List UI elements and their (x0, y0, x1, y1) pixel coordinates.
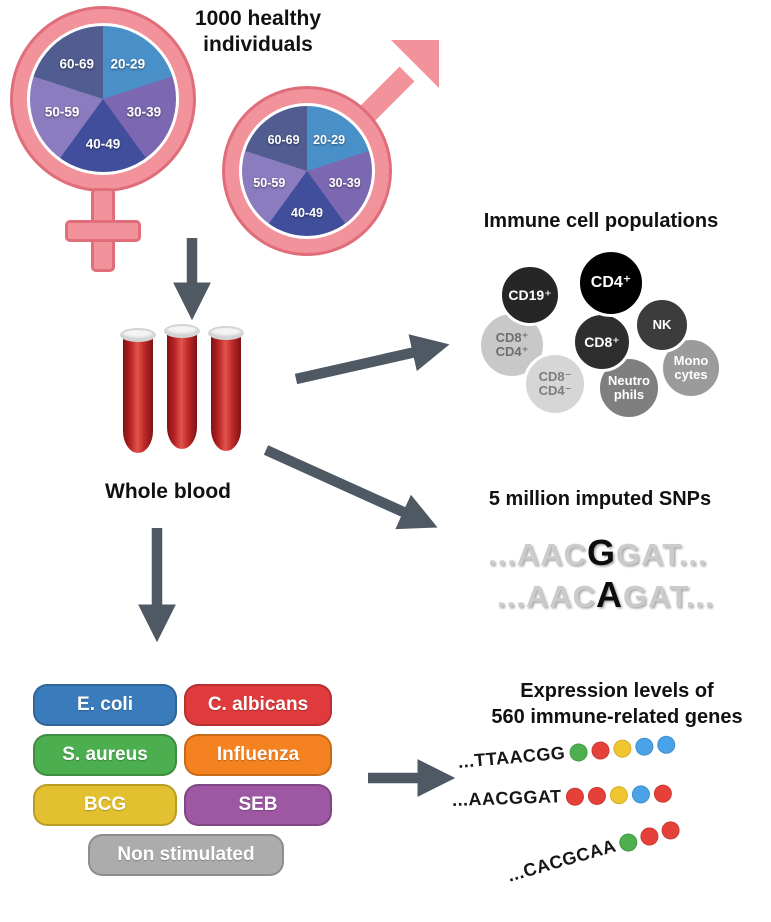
female-cross-bar (65, 220, 141, 242)
immune-cell-cluster: CD8⁺ CD4⁺ Mono cytes CD19⁺ NK CD8⁻ CD4⁻ … (470, 240, 770, 432)
blood-tube-icon (208, 326, 244, 454)
expression-seq-1: ...TTAACGG (457, 742, 567, 772)
expression-dot (634, 736, 654, 756)
expression-dot (659, 818, 682, 842)
expression-dot (565, 786, 584, 806)
snp-seq2-variant: A (596, 574, 623, 615)
blood-tube-icon (164, 324, 200, 452)
stimulus-influenza: Influenza (184, 734, 332, 776)
expression-row-2: ...AACGGAT (452, 782, 672, 811)
pie-label-60-69: 60-69 (267, 132, 300, 147)
stimulus-seb: SEB (184, 784, 332, 826)
snp-seq2-suffix: GAT... (623, 579, 715, 614)
snp-seq2-prefix: ...AAC (497, 579, 596, 614)
cell-cd8neg-cd4neg: CD8⁻ CD4⁻ (523, 352, 587, 416)
expression-dot (612, 738, 632, 758)
pie-label-60-69: 60-69 (59, 56, 94, 72)
snp-sequence-2: ...AACAGAT... (497, 574, 715, 616)
snp-seq1-prefix: ...AAC (488, 537, 587, 572)
female-age-pie-chart: 20-29 30-39 40-49 50-59 60-69 (27, 23, 179, 175)
male-symbol: 20-29 30-39 40-49 50-59 60-69 (222, 40, 452, 266)
expression-dot (653, 783, 672, 803)
stimulus-c-albicans: C. albicans (184, 684, 332, 726)
arrow-blood-to-snps (263, 445, 438, 530)
expression-row-3: ...CACGCAA (505, 817, 682, 886)
expression-seq-2: ...AACGGAT (451, 786, 562, 810)
pie-label-50-59: 50-59 (44, 104, 80, 120)
cell-cd8pos: CD8⁺ (572, 312, 632, 372)
blood-tube-icon (120, 328, 156, 456)
pie-label-40-49: 40-49 (85, 136, 121, 152)
pie-label-30-39: 30-39 (328, 175, 361, 190)
pie-label-20-29: 20-29 (110, 56, 146, 72)
pie-label-50-59: 50-59 (253, 175, 286, 190)
pie-label-40-49: 40-49 (291, 205, 323, 220)
stimulus-e-coli: E. coli (33, 684, 177, 726)
male-age-pie-chart: 20-29 30-39 40-49 50-59 60-69 (239, 103, 375, 239)
whole-blood-label: Whole blood (105, 480, 231, 503)
expression-dot (631, 784, 650, 804)
expression-dot (638, 824, 661, 848)
female-symbol: 20-29 30-39 40-49 50-59 60-69 (10, 6, 200, 278)
expression-row-1: ...TTAACGG (457, 733, 676, 773)
male-arrow-icon (357, 40, 439, 124)
expression-dot (587, 786, 606, 805)
expression-dot (568, 742, 588, 762)
blood-tubes (114, 324, 254, 460)
pie-label-30-39: 30-39 (126, 104, 162, 120)
pie-label-20-29: 20-29 (313, 132, 346, 147)
expression-dot (617, 830, 640, 854)
cell-cd4pos: CD4⁺ (577, 249, 645, 317)
expression-dot (609, 785, 628, 804)
immune-cells-title: Immune cell populations (483, 210, 719, 232)
expression-seq-3: ...CACGCAA (505, 835, 619, 886)
cell-nk: NK (634, 297, 690, 353)
expression-dot (656, 734, 676, 755)
title-1000-healthy-individuals: 1000 healthy individuals (194, 7, 322, 57)
snp-seq1-suffix: GAT... (616, 537, 708, 572)
stimulus-non-stimulated: Non stimulated (88, 834, 284, 876)
arrow-blood-to-immune-cells (294, 334, 450, 385)
stimulus-bcg: BCG (33, 784, 177, 826)
snp-seq1-variant: G (587, 532, 617, 573)
snps-title: 5 million imputed SNPs (488, 488, 712, 510)
stimulus-s-aureus: S. aureus (33, 734, 177, 776)
cell-cd19pos: CD19⁺ (499, 264, 561, 326)
snp-sequence-1: ...AACGGAT... (488, 532, 708, 574)
expression-dot (590, 740, 610, 760)
expression-title: Expression levels of 560 immune-related … (491, 680, 743, 728)
